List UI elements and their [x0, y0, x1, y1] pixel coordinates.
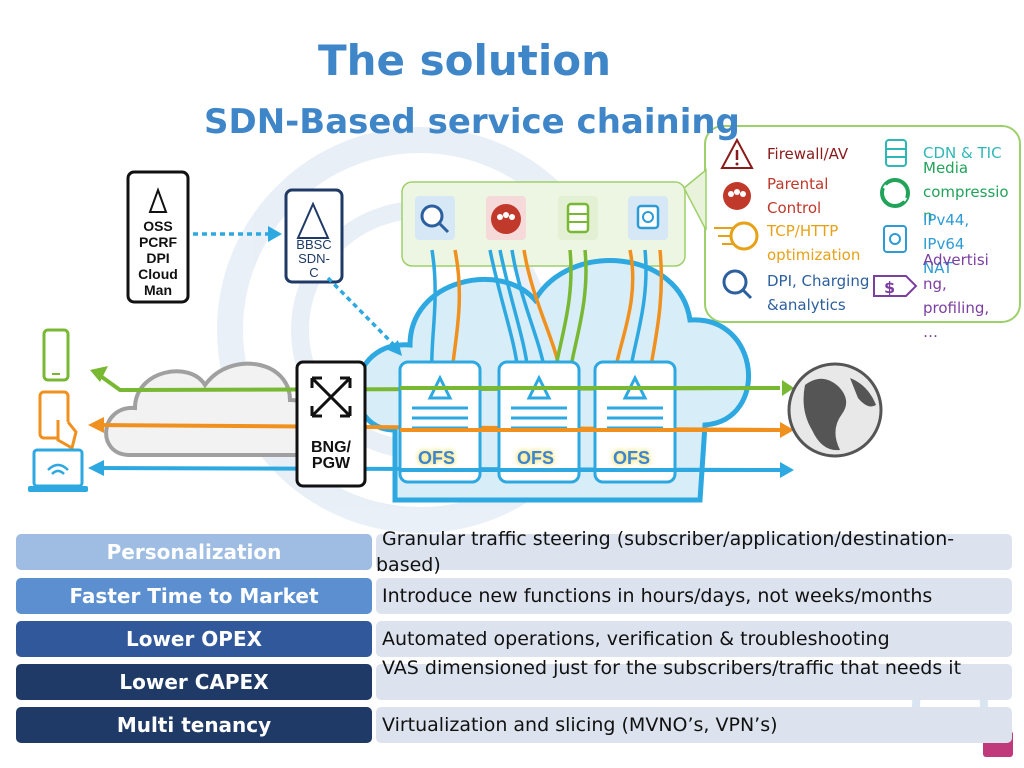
benefit-desc-time-to-market: Introduce new functions in hours/days, n…	[382, 585, 933, 607]
people-icon	[723, 182, 751, 210]
smartphone-icon	[42, 328, 70, 382]
benefit-desc-bg	[376, 578, 1012, 614]
warning-icon	[720, 137, 754, 169]
benefit-desc-personalization: Granular traffic steering (subscriber/ap…	[376, 528, 955, 576]
bng-line: BNG/	[311, 439, 351, 456]
benefit-personalization: Personalization	[16, 534, 372, 570]
benefit-multi-tenancy: Multi tenancy	[16, 707, 372, 743]
benefit-desc-multi-tenancy: Virtualization and slicing (MVNO’s, VPN’…	[382, 714, 778, 736]
laptop-wifi-icon	[28, 448, 88, 492]
price-tag-icon: $	[873, 275, 918, 297]
ofs-switch-1	[398, 360, 482, 484]
dpi-line: DPI	[146, 250, 170, 266]
bng-box-label: BNG/ PGW	[297, 440, 365, 472]
vas-media-compression-label: Media compressio n	[923, 159, 1009, 225]
bbsc-line: BBSC	[296, 237, 332, 252]
gear-chip-icon	[628, 196, 668, 240]
svg-text:$: $	[884, 278, 895, 297]
benefit-desc-bg	[376, 664, 1012, 700]
page-title: The solution	[318, 36, 612, 85]
analytics-icon	[722, 269, 753, 300]
benefit-lower-opex: Lower OPEX	[16, 621, 372, 657]
pgw-line: PGW	[311, 455, 351, 472]
man-line: Man	[144, 282, 172, 298]
benefit-lower-capex: Lower CAPEX	[16, 664, 372, 700]
tablet-touch-icon	[38, 390, 78, 451]
benefit-desc-lower-opex: Automated operations, verification & tro…	[382, 628, 890, 650]
vas-panel-pointer	[683, 168, 707, 231]
ofs-label-3: OFS	[613, 448, 651, 468]
service-function-box	[401, 181, 686, 267]
cloud-line: Cloud	[138, 266, 178, 282]
vas-advertising-label: Advertisi ng, profiling, …	[923, 251, 990, 341]
benefit-desc-lower-capex: VAS dimensioned just for the subscribers…	[382, 657, 962, 679]
pcrf-line: PCRF	[138, 234, 178, 250]
bng-box	[295, 360, 367, 488]
sdn-line: SDN-	[298, 251, 330, 266]
access-cloud	[104, 361, 323, 457]
people-icon	[486, 196, 526, 240]
vas-cdn-label: CDN & TIC	[923, 144, 1002, 162]
vas-tcp-optimization-label: TCP/HTTP optimization	[767, 222, 861, 264]
compress-icon	[880, 178, 910, 208]
speed-globe-icon	[714, 221, 759, 251]
oss-box	[126, 170, 190, 304]
ofs-label-2: OFS	[517, 448, 555, 468]
page-subtitle: SDN-Based service chaining	[204, 102, 740, 142]
vas-dpi-charging-label: DPI, Charging &analytics	[767, 272, 870, 314]
storage-icon	[885, 139, 907, 167]
oss-box-label: OSS PCRF DPI Cloud Man	[128, 218, 188, 298]
oss-line: OSS	[143, 218, 173, 234]
internet-globe-icon	[787, 362, 883, 458]
traffic-flows-front	[400, 386, 780, 472]
benefit-desc-bg	[376, 621, 1012, 657]
benefit-desc-bg	[376, 534, 1012, 570]
gear-chip-icon	[883, 225, 907, 253]
analytics-icon	[415, 196, 455, 240]
bbsc-box-label: BBSC SDN- C	[286, 238, 342, 280]
vas-parental-control-label: Parental Control	[767, 175, 829, 217]
bbsc-box	[284, 188, 344, 284]
vas-firewall-label: Firewall/AV	[767, 145, 849, 163]
benefit-time-to-market: Faster Time to Market	[16, 578, 372, 614]
benefit-desc-bg	[376, 707, 1012, 743]
vas-ipv-nat-label: IPv44, IPv64 NAT	[923, 211, 970, 277]
storage-icon	[558, 196, 598, 240]
ofs-label-1: OFS	[418, 448, 456, 468]
bbsc-to-cloud-arrow	[326, 276, 397, 348]
c-line: C	[309, 265, 319, 280]
